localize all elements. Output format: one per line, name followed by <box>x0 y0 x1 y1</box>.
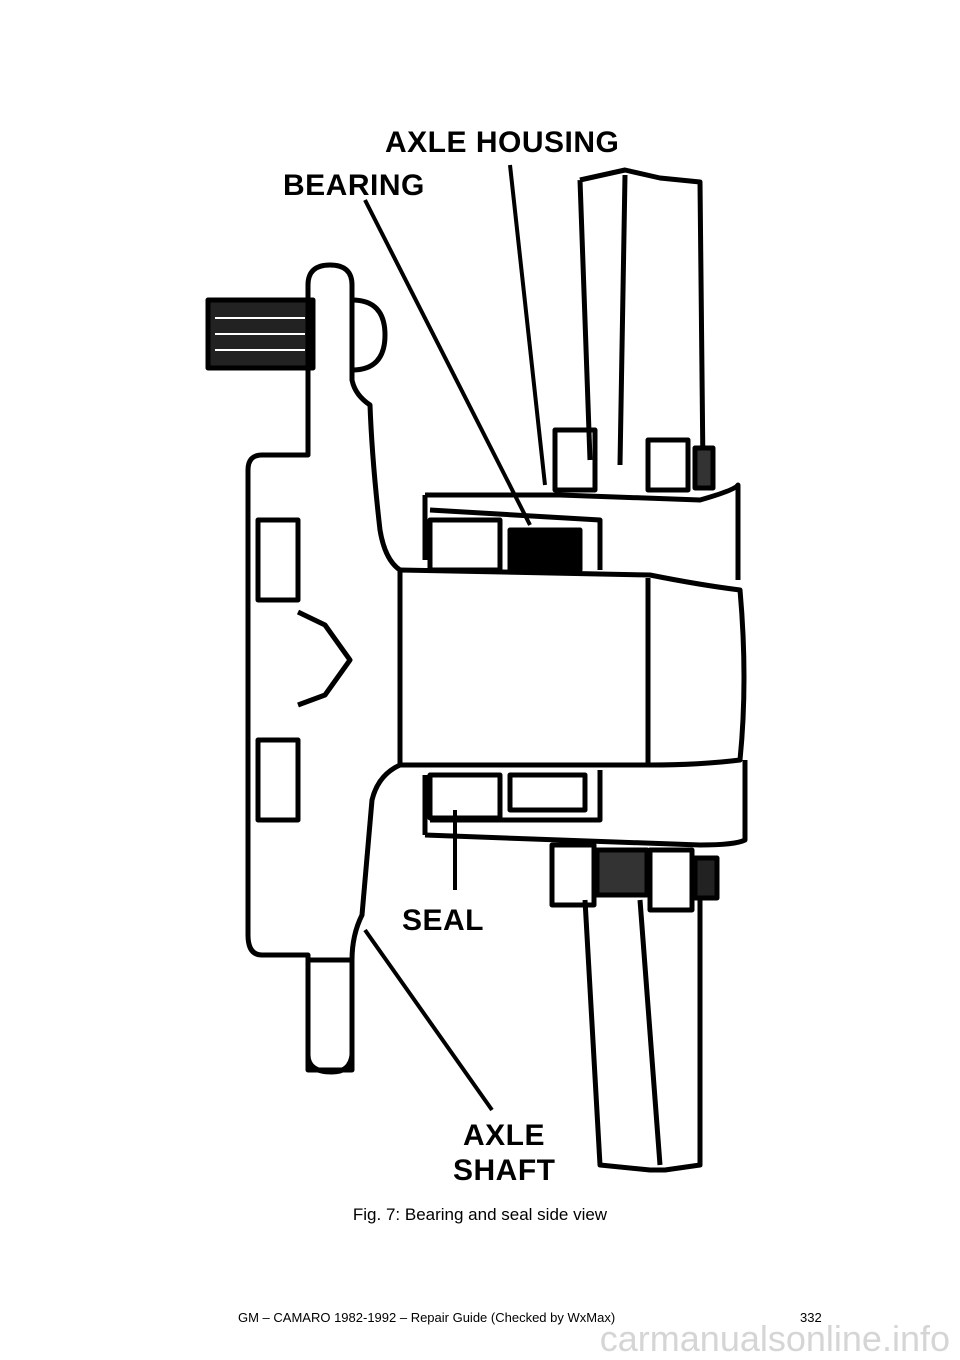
bearing-seal-diagram: AXLE HOUSING BEARING SEAL AXLE SHAFT <box>200 108 760 1200</box>
wheel-stud <box>205 297 388 373</box>
label-axle: AXLE <box>463 1119 545 1152</box>
label-seal: SEAL <box>402 904 484 937</box>
figure-caption: Fig. 7: Bearing and seal side view <box>352 1205 608 1224</box>
footer-text: GM – CAMARO 1982-1992 – Repair Guide (Ch… <box>238 1310 616 1325</box>
watermark: carmanualsonline.info <box>599 1318 950 1359</box>
axle-shaft-body <box>397 567 747 768</box>
label-shaft: SHAFT <box>453 1154 556 1187</box>
page-number: 332 <box>800 1310 822 1325</box>
axle-housing-upper <box>422 482 741 580</box>
backing-plate <box>577 167 706 471</box>
label-bearing: BEARING <box>283 169 425 202</box>
label-axle-housing: AXLE HOUSING <box>385 126 619 159</box>
axle-flange <box>245 262 403 1075</box>
